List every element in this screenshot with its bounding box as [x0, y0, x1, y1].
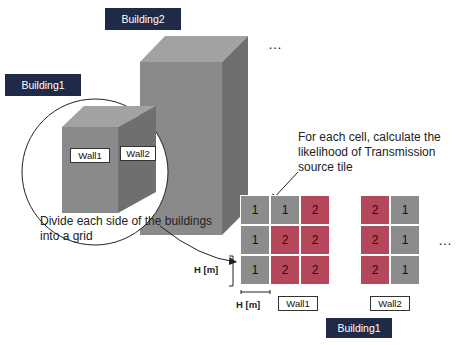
cell-value: 2	[282, 233, 289, 247]
cell-value: 1	[402, 203, 409, 217]
cell-value: 2	[372, 203, 379, 217]
cell-value: 2	[372, 233, 379, 247]
cell-value: 1	[252, 203, 259, 217]
grid-cell: 1	[240, 195, 270, 225]
grid-cell: 1	[390, 225, 420, 255]
tag-text: Wall1	[286, 298, 309, 309]
building-side	[118, 106, 156, 213]
pointer-arrow	[160, 226, 236, 262]
callout-note: Divide each side of the buildings into a…	[40, 214, 218, 244]
grid-cell: 1	[240, 255, 270, 285]
grid-cell: 2	[270, 255, 300, 285]
ellipsis: …	[268, 38, 288, 51]
cell-value: 1	[402, 263, 409, 277]
cell-value: 1	[252, 233, 259, 247]
tag-text: Wall2	[126, 148, 149, 159]
tag-text: Wall1	[78, 150, 101, 161]
building-front	[62, 127, 118, 213]
grid-cell: 2	[300, 255, 330, 285]
ellipsis: …	[438, 234, 458, 247]
dimension-bracket	[229, 256, 233, 286]
cell-value: 1	[252, 263, 259, 277]
callout-note: For each cell, calculate the likelihood …	[298, 130, 458, 175]
cell-value: 2	[372, 263, 379, 277]
grid-cell: 1	[240, 225, 270, 255]
tag-text: Building1	[337, 322, 380, 334]
grid-cell: 2	[300, 195, 330, 225]
dimension-label: H [m]	[194, 263, 230, 276]
cell-value: 2	[312, 203, 319, 217]
label-tag: Building1	[326, 318, 392, 338]
tag-text: Building2	[121, 13, 164, 25]
cell-value: 2	[282, 263, 289, 277]
grid-cell: 2	[300, 225, 330, 255]
grid-cell: 2	[360, 225, 390, 255]
label-tag: Building2	[105, 8, 181, 30]
grid-cell: 1	[270, 195, 300, 225]
grid-cell: 2	[360, 255, 390, 285]
dimension-bracket	[241, 290, 270, 294]
cell-value: 2	[312, 233, 319, 247]
grid-cell: 1	[390, 255, 420, 285]
grid-cell: 1	[390, 195, 420, 225]
grid-cell: 2	[270, 225, 300, 255]
wall-tag: Wall2	[120, 146, 156, 161]
cell-value: 1	[282, 203, 289, 217]
tag-text: Building1	[21, 79, 64, 91]
label-tag: Building1	[5, 74, 81, 96]
wall-tag: Wall1	[70, 148, 110, 163]
cell-value: 1	[402, 233, 409, 247]
tag-text: Wall2	[378, 298, 401, 309]
wall-tag: Wall1	[278, 296, 318, 311]
dimension-label: H [m]	[236, 298, 274, 311]
wall-tag: Wall2	[370, 296, 410, 311]
grid-cell: 2	[360, 195, 390, 225]
cell-value: 2	[312, 263, 319, 277]
